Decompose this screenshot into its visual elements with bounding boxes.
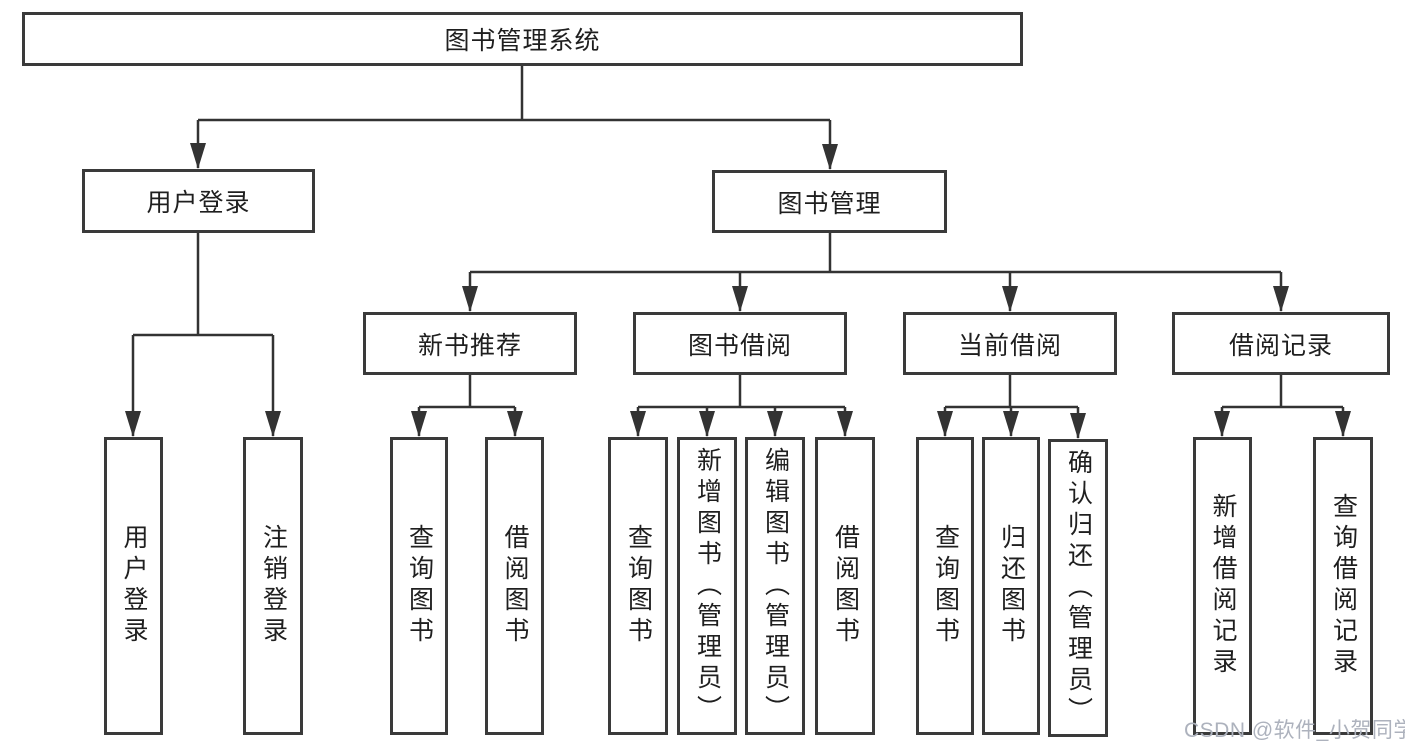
node-current-borrow: 当前借阅 [903, 312, 1117, 375]
leaf-return-books: 归还图书 [982, 437, 1040, 735]
node-user-login: 用户登录 [82, 169, 315, 233]
leaf-user-login: 用户登录 [104, 437, 163, 735]
leaf-confirm-return-admin: 确认归还（管理员） [1048, 439, 1108, 737]
leaf-add-borrow-record: 新增借阅记录 [1193, 437, 1252, 735]
leaf-edit-books-admin: 编辑图书（管理员） [745, 437, 805, 735]
node-borrow-record: 借阅记录 [1172, 312, 1390, 375]
leaf-query-books-current: 查询图书 [916, 437, 974, 735]
leaf-logout: 注销登录 [243, 437, 303, 735]
leaf-borrow-books-recommend: 借阅图书 [485, 437, 544, 735]
leaf-borrow-books: 借阅图书 [815, 437, 875, 735]
node-book-management: 图书管理 [712, 170, 947, 233]
node-new-book-recommend: 新书推荐 [363, 312, 577, 375]
leaf-add-books-admin: 新增图书（管理员） [677, 437, 737, 735]
leaf-query-borrow-record: 查询借阅记录 [1313, 437, 1373, 735]
node-book-borrow: 图书借阅 [633, 312, 847, 375]
csdn-watermark: CSDN @软件_小贺同学 [1184, 719, 1405, 742]
leaf-query-books-borrow: 查询图书 [608, 437, 668, 735]
node-library-management-system: 图书管理系统 [22, 12, 1023, 66]
leaf-query-books-recommend: 查询图书 [390, 437, 448, 735]
